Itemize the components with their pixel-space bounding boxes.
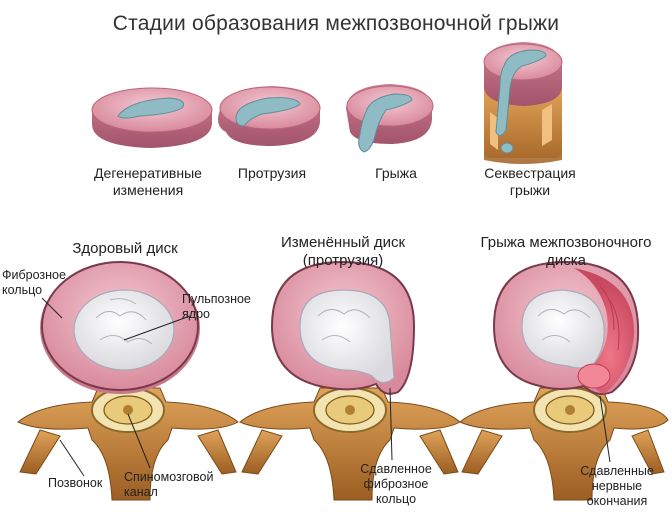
herniation-disc [459, 260, 669, 501]
callout-nucleus: Пульпозное ядро [182, 292, 251, 321]
leader-compressed-nerves [599, 395, 611, 463]
panel-title-herniation: Грыжа межпозвоночного диска [480, 234, 652, 269]
stage-disc-degenerative [91, 87, 213, 148]
stage-disc-herniation [346, 84, 434, 153]
leader-nucleus [123, 315, 191, 341]
stage-label-herniation: Грыжа [375, 165, 417, 181]
panel-title-healthy: Здоровый диск [72, 240, 178, 257]
callout-annulus: Фиброзное кольцо [2, 268, 66, 297]
leader-canal [127, 413, 151, 469]
callout-vertebra: Позвонок [48, 476, 103, 490]
callout-compressed-nerves: Сдавленные нервные окончания [580, 464, 654, 508]
stage-disc-protrusion [218, 86, 321, 146]
leader-vertebra [59, 439, 85, 477]
diagram-title: Стадии образования межпозвоночной грыжи [112, 12, 560, 35]
leader-lines [41, 297, 611, 477]
stage-disc-sequestration [483, 42, 563, 164]
leader-annulus [41, 297, 63, 319]
stage-label-protrusion: Протрузия [237, 165, 307, 181]
stage-label-degenerative: Дегенеративные изменения [94, 165, 202, 198]
panel-title-protrusion: Изменённый диск (протрузия) [280, 234, 406, 269]
callout-compressed-annulus: Сдавленное фиброзное кольцо [360, 462, 432, 506]
callout-canal: Спиномозговой канал [124, 470, 214, 499]
protrusion-disc [239, 260, 461, 501]
leader-compressed-annulus [389, 387, 393, 461]
healthy-disc [17, 261, 239, 501]
stage-label-sequestration: Секвестрация грыжи [484, 165, 576, 198]
